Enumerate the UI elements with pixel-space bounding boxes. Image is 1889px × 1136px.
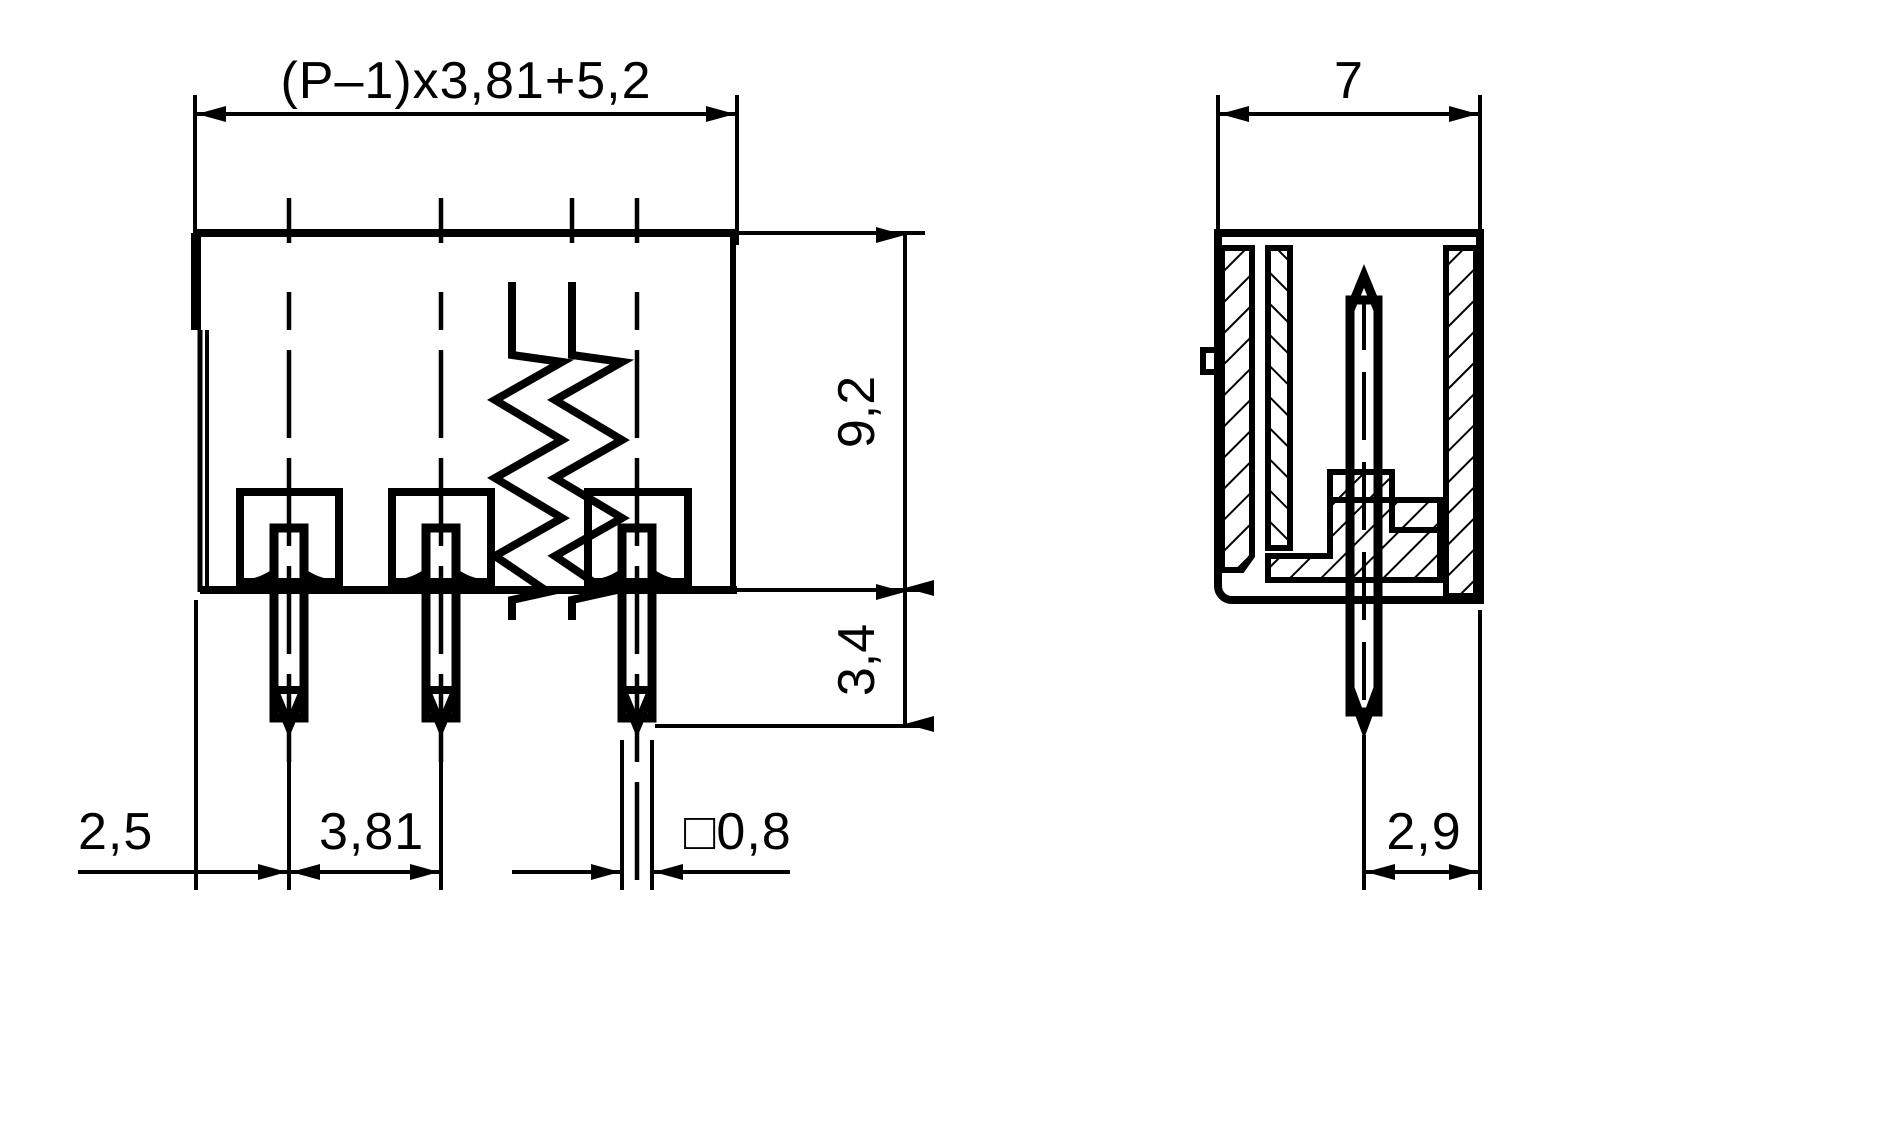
dim-pin-below	[655, 584, 934, 732]
side-section-view	[1200, 95, 1484, 890]
label-body-height: 9,2	[828, 376, 886, 448]
pin-tip-3	[617, 688, 657, 738]
label-overall-width: (P–1)x3,81+5,2	[280, 52, 651, 110]
side-housing-outline	[1200, 229, 1484, 604]
hatch-inner-rib	[1265, 245, 1293, 551]
side-pin-bottom-tip	[1345, 686, 1383, 740]
pin-assembly-3	[584, 488, 692, 738]
pin-fillet-right-3	[652, 568, 682, 584]
side-pin	[1345, 264, 1383, 740]
pin-cavity-1	[236, 488, 343, 586]
dim-bottom-group	[78, 600, 790, 890]
side-latch-nib	[1200, 347, 1221, 375]
section-hatching	[1219, 245, 1479, 599]
break-line-right	[547, 282, 635, 620]
pin-cavity-3	[584, 488, 692, 586]
retainer-shelf-right	[1389, 497, 1443, 533]
dim-side-width	[1216, 95, 1482, 245]
pin-cavity-2	[388, 488, 495, 586]
hatch-left-wall	[1219, 245, 1255, 573]
pin-fillet-right-1	[304, 568, 334, 584]
label-side-width: 7	[1334, 52, 1364, 110]
pin-fillet-left-1	[244, 568, 274, 584]
dim-overall-width	[193, 95, 739, 245]
pin-fillet-left-3	[592, 568, 622, 584]
pin-tip-1	[269, 688, 309, 738]
label-pin-cross-section: □0,8	[684, 803, 792, 861]
hatch-right-wall	[1443, 245, 1479, 599]
label-pin-below: 3,4	[828, 624, 886, 696]
front-view	[78, 95, 934, 890]
dim-side-depth	[1362, 610, 1482, 890]
break-line-left	[487, 282, 575, 620]
pin-tip-2	[421, 688, 461, 738]
label-edge-offset: 2,5	[78, 803, 153, 861]
pin-assembly-2	[388, 488, 495, 738]
centre-lines	[286, 198, 640, 880]
pin-fillet-right-2	[456, 568, 486, 584]
label-pitch: 3,81	[319, 803, 424, 861]
pin-fillet-left-2	[396, 568, 426, 584]
pin-assembly-1	[236, 488, 343, 738]
side-pin-top-tip	[1345, 264, 1383, 312]
dim-body-height	[689, 227, 934, 596]
break-lines	[487, 282, 635, 620]
side-housing-body	[1214, 229, 1484, 604]
label-side-depth: 2,9	[1386, 803, 1461, 861]
